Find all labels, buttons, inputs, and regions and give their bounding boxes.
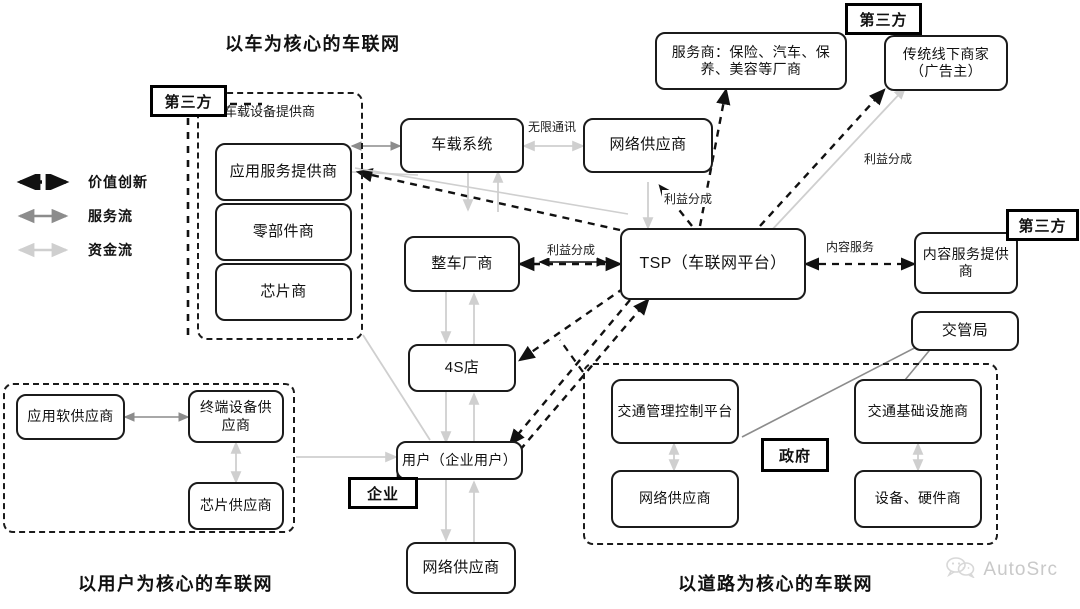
node-offline-merchants[interactable]: 传统线下商家（广告主） [884, 35, 1008, 91]
edge-tsp-to-appprovider [355, 168, 621, 232]
node-traffic-control-platform[interactable]: 交通管理控制平台 [611, 379, 739, 444]
edge-label-profit-share-network: 利益分成 [662, 190, 715, 207]
legend-swatch-money-flow [12, 242, 74, 258]
legend-swatch-value-innovation [12, 171, 74, 193]
node-vehicle-manufacturer[interactable]: 整车厂商 [404, 236, 520, 292]
group-user-supply-chain [3, 383, 295, 533]
edge-label-profit-share-oem: 利益分成 [545, 241, 598, 258]
wechat-icon [946, 556, 976, 584]
edge-tsp-money-to-appprovider [354, 167, 629, 215]
node-dealer-4s[interactable]: 4S店 [408, 344, 516, 392]
legend-item-service-flow: 服务流 [12, 199, 148, 233]
title-user-centric: 以用户为核心的车联网 [78, 574, 273, 594]
tag-third-party-top[interactable]: 第三方 [845, 3, 922, 35]
node-content-service-provider[interactable]: 内容服务提供商 [914, 232, 1018, 294]
legend-label-value-innovation: 价值创新 [88, 174, 148, 190]
node-chip-supplier[interactable]: 芯片商 [215, 263, 352, 321]
watermark-text: AutoSrc [983, 559, 1058, 580]
node-user-enterprise[interactable]: 用户（企业用户） [396, 441, 523, 480]
node-network-provider-top[interactable]: 网络供应商 [583, 118, 713, 173]
node-chip-supplier-user[interactable]: 芯片供应商 [188, 482, 284, 530]
tag-enterprise[interactable]: 企业 [348, 477, 418, 509]
node-parts-supplier[interactable]: 零部件商 [215, 203, 352, 261]
watermark: AutoSrc [946, 556, 1058, 584]
edge-roadgroup-to-tsp [559, 339, 584, 373]
legend: 价值创新 服务流 资金流 [12, 165, 148, 267]
node-network-provider-road[interactable]: 网络供应商 [611, 470, 739, 528]
legend-label-service-flow: 服务流 [88, 208, 133, 224]
caption-onboard-device-supplier: 车载设备提供商 [224, 104, 316, 119]
edge-label-wireless-comm: 无限通讯 [526, 118, 579, 135]
tag-third-party-right[interactable]: 第三方 [1006, 209, 1079, 241]
node-network-provider-user[interactable]: 网络供应商 [406, 542, 516, 594]
edge-label-profit-share-ad: 利益分成 [862, 150, 915, 167]
node-terminal-device-supplier[interactable]: 终端设备供应商 [188, 390, 284, 443]
node-service-providers[interactable]: 服务商：保险、汽车、保养、美容等厂商 [655, 32, 847, 90]
title-car-centric: 以车为核心的车联网 [225, 34, 401, 54]
legend-label-money-flow: 资金流 [88, 242, 133, 258]
node-app-software-supplier[interactable]: 应用软供应商 [16, 394, 125, 440]
node-app-service-provider[interactable]: 应用服务提供商 [215, 143, 352, 201]
node-tsp[interactable]: TSP（车联网平台） [620, 228, 806, 300]
node-traffic-bureau[interactable]: 交管局 [911, 311, 1019, 351]
legend-item-value-innovation: 价值创新 [12, 165, 148, 199]
node-traffic-infra-supplier[interactable]: 交通基础设施商 [854, 379, 982, 444]
edge-label-content-service: 内容服务 [824, 238, 877, 255]
node-onboard-system[interactable]: 车载系统 [400, 118, 524, 173]
legend-swatch-service-flow [12, 208, 74, 224]
tag-government[interactable]: 政府 [761, 438, 829, 472]
edge-tsp-to-4s [518, 287, 625, 362]
tag-third-party-left[interactable]: 第三方 [150, 85, 227, 117]
node-device-hardware-supplier[interactable]: 设备、硬件商 [854, 470, 982, 528]
title-road-centric: 以道路为核心的车联网 [678, 574, 873, 594]
legend-item-money-flow: 资金流 [12, 233, 148, 267]
